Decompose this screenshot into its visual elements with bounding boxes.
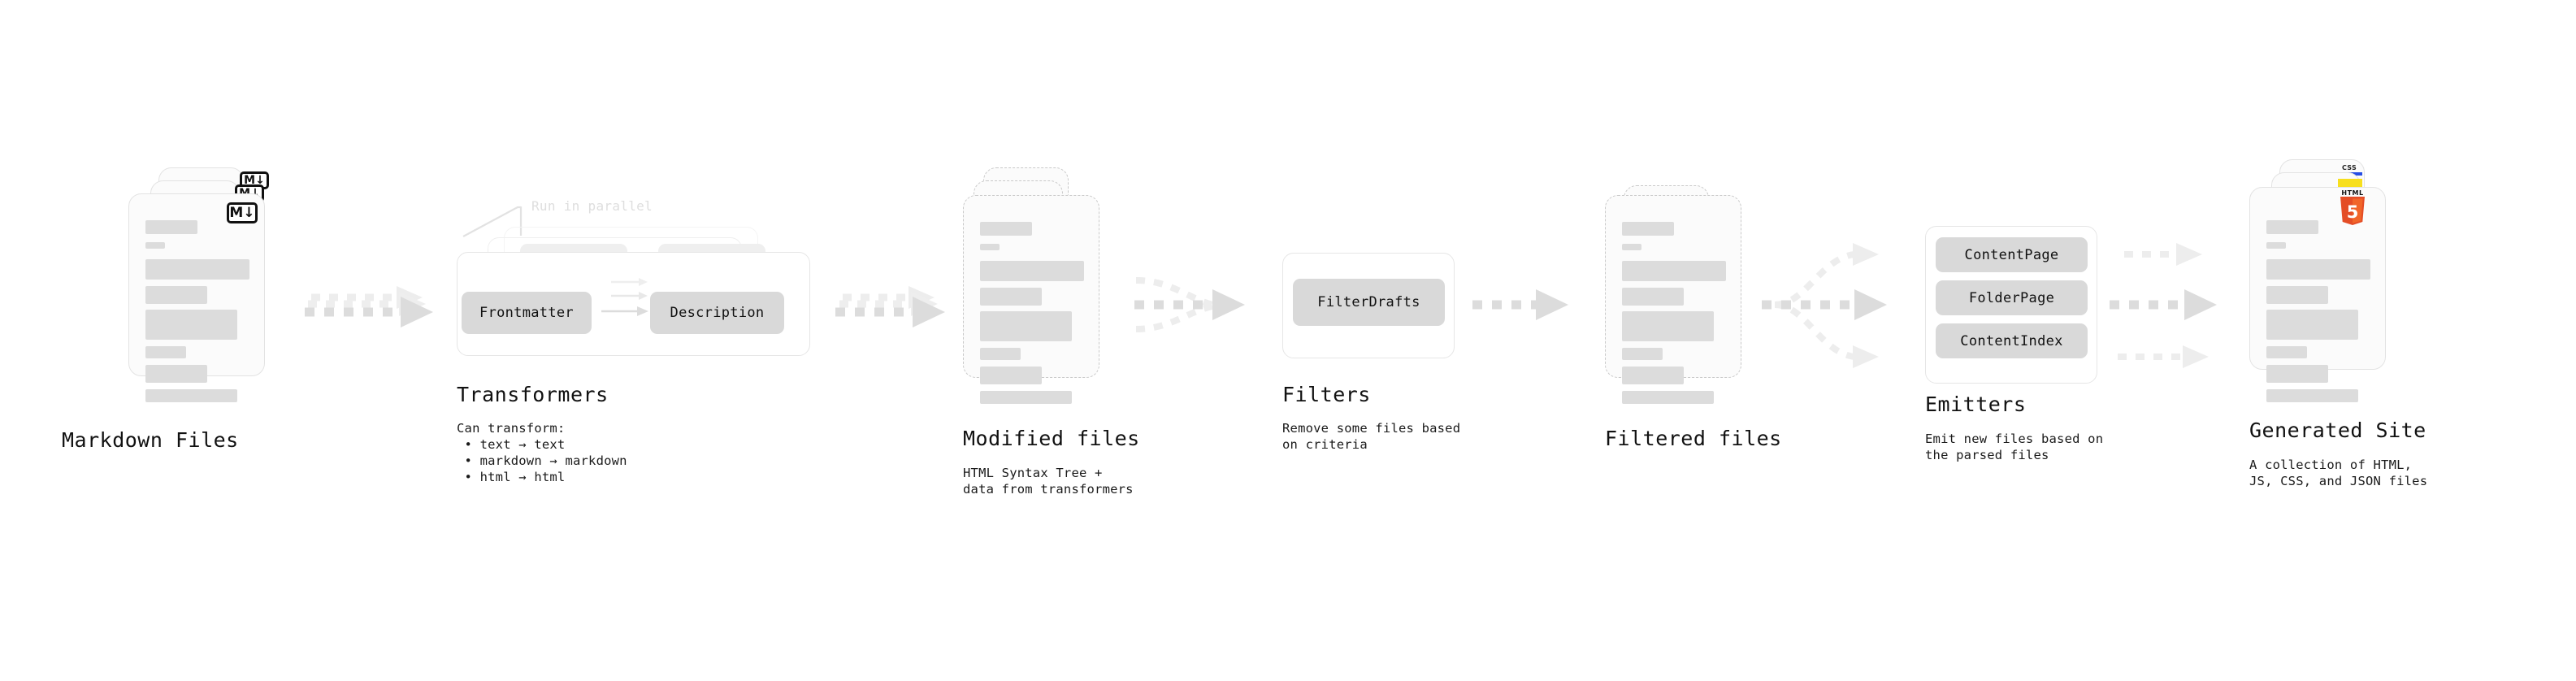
run-in-parallel-label: Run in parallel	[531, 198, 653, 214]
markdown-file-card-front	[128, 193, 265, 402]
site-file-card-front	[2249, 187, 2386, 402]
html5-badge-digit: 5	[2347, 202, 2359, 222]
emitter-chip-folderpage[interactable]: FolderPage	[1936, 280, 2088, 315]
stage-title-generated-site: Generated Site	[2249, 419, 2426, 442]
stage-title-filters: Filters	[1282, 383, 1371, 406]
markdown-badge-front: M↓	[227, 202, 258, 223]
stage-subtitle-transformers: Can transform: • text → text • markdown …	[457, 421, 627, 484]
stage-subtitle-generated-site: A collection of HTML, JS, CSS, and JSON …	[2249, 458, 2428, 488]
document-content-lines	[2250, 188, 2385, 402]
filter-chip-filterdrafts[interactable]: FilterDrafts	[1293, 279, 1445, 326]
document-content-lines	[964, 196, 1099, 404]
stage-title-markdown-files: Markdown Files	[62, 428, 239, 452]
modified-file-card-front	[963, 195, 1099, 404]
css-badge-word: CSS	[2341, 164, 2357, 171]
stage-subtitle-filters: Remove some files based on criteria	[1282, 421, 1461, 452]
html5-badge: HTML 5	[2339, 189, 2366, 228]
transformer-chip-description[interactable]: Description	[650, 292, 784, 334]
stage-subtitle-modified-files: HTML Syntax Tree + data from transformer…	[963, 466, 1134, 497]
stage-title-filtered-files: Filtered files	[1605, 427, 1782, 450]
stage-subtitle-emitters: Emit new files based on the parsed files	[1925, 432, 2104, 462]
stage-title-modified-files: Modified files	[963, 427, 1140, 450]
emitter-chip-contentindex[interactable]: ContentIndex	[1936, 323, 2088, 358]
html5-shield-icon: 5	[2340, 197, 2365, 225]
document-content-lines	[1606, 196, 1741, 404]
stage-title-transformers: Transformers	[457, 383, 609, 406]
emitter-chip-contentpage[interactable]: ContentPage	[1936, 237, 2088, 272]
filtered-file-card-front	[1605, 195, 1741, 404]
document-content-lines	[129, 194, 264, 402]
transformer-chip-frontmatter[interactable]: Frontmatter	[462, 292, 592, 334]
stage-title-emitters: Emitters	[1925, 393, 2027, 416]
html5-badge-word: HTML	[2341, 189, 2364, 197]
